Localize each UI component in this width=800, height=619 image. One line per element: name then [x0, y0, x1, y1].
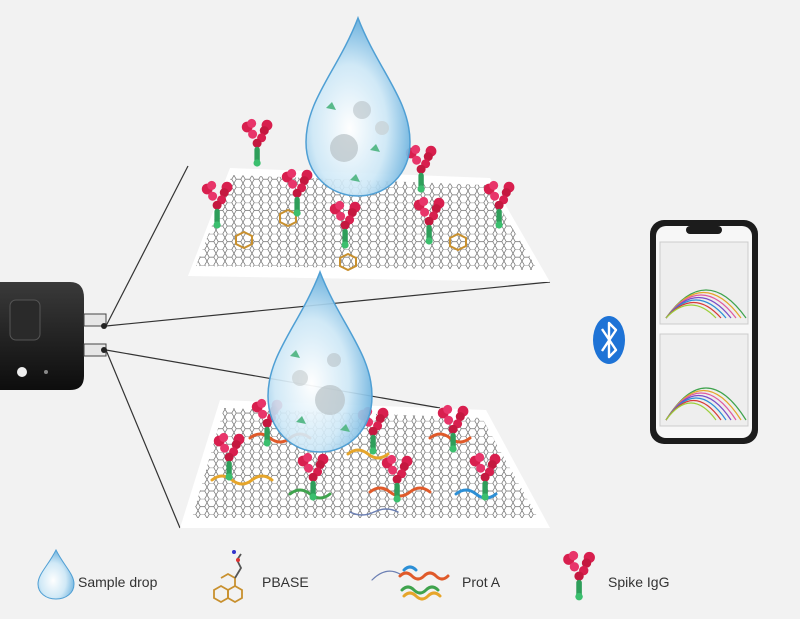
pbase-molecule-icon	[213, 550, 243, 604]
bottom-graphene-chip	[180, 398, 550, 528]
legend-item-pbase: PBASE	[262, 552, 309, 612]
legend-item-prot-a: Prot A	[462, 552, 500, 612]
bluetooth-icon	[593, 316, 625, 364]
phone-plot-curve	[665, 304, 717, 319]
legend-item-spike-igg: Spike IgG	[608, 552, 669, 612]
spike-igg-icon	[563, 550, 595, 601]
sample-drop-icon	[37, 548, 75, 600]
legend-label-sample-drop: Sample drop	[78, 574, 158, 590]
phone-plot-top-curves	[665, 289, 747, 319]
legend-label-prot-a: Prot A	[462, 574, 501, 590]
legend-item-sample-drop: Sample drop	[78, 552, 157, 612]
phone-plot-bottom-curves	[665, 387, 747, 421]
phone-plot-curve	[665, 402, 717, 421]
legend-icons	[37, 548, 595, 604]
readout-device	[0, 282, 107, 390]
top-graphene-chip	[188, 118, 550, 282]
top-sample-drop	[305, 15, 411, 197]
bottom-sample-drop	[267, 269, 373, 453]
smartphone	[650, 220, 758, 444]
legend-label-spike-igg: Spike IgG	[608, 574, 670, 590]
top-pbase-molecules	[235, 208, 467, 272]
legend-label-pbase: PBASE	[262, 574, 309, 590]
protein-a-icon	[371, 565, 450, 601]
